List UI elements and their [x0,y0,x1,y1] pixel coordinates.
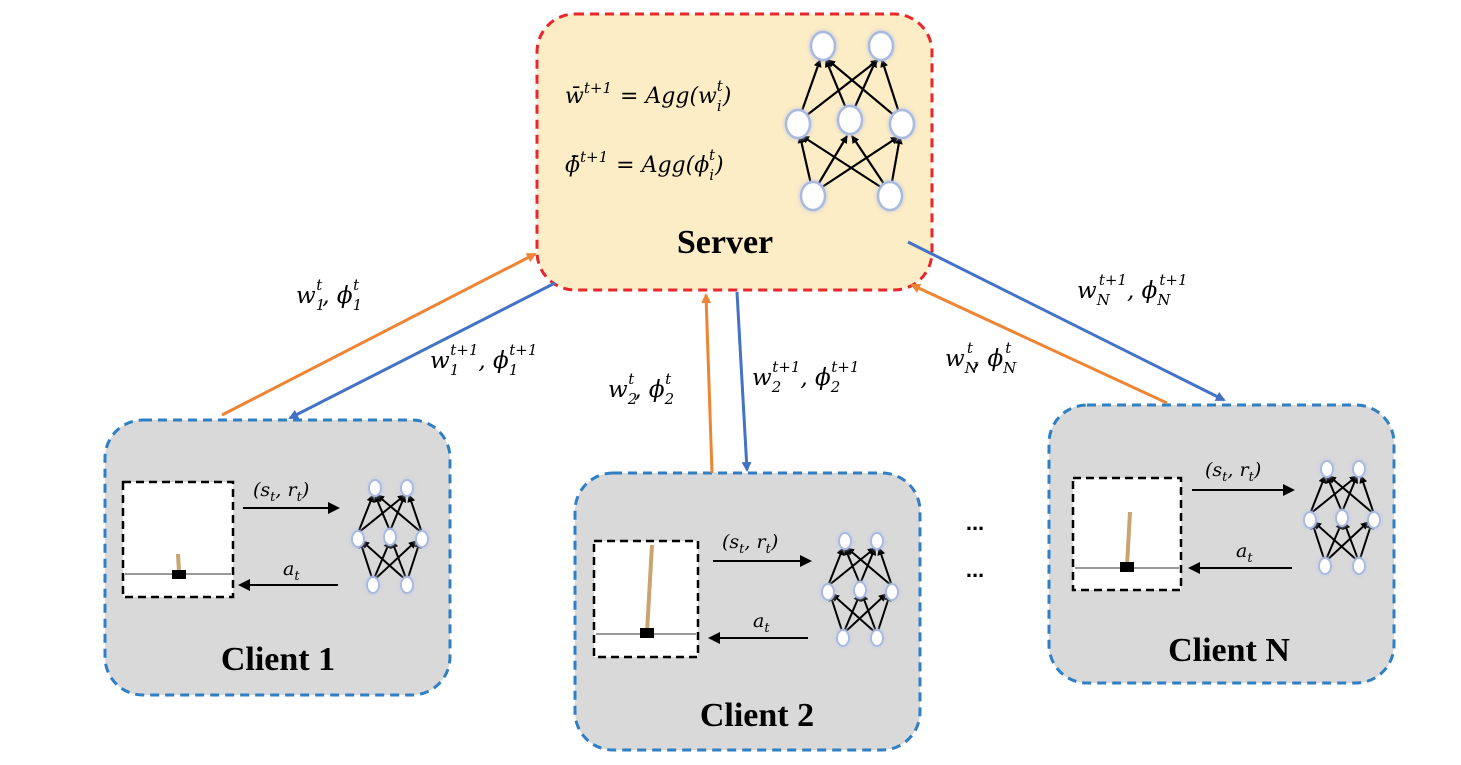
client-1-upload-arrow [221,252,537,417]
client-n-upload-label: wNt, ϕNt [945,339,1017,377]
ellipsis-bottom: ... [966,557,984,582]
client-1-download-arrow [288,281,556,420]
client-1-download-label: w1t+1, ϕ1t+1 [430,341,537,379]
client-1-pole [176,553,181,573]
client-1-upload-label: w1t, ϕ1t [296,276,362,314]
server-title: Server [677,224,773,261]
server-box: w̄t+1= Agg(wit) ϕ̄t+1= Agg(ϕit) Server [535,12,934,292]
client-n-download-arrow [907,240,1226,402]
client-2-env [592,539,700,659]
client-2-cart [640,628,654,638]
client-1-state-label: (st, rt) [253,479,309,505]
client-n-upload-arrow [910,283,1168,405]
client-1-network-icon [351,479,429,594]
server-eq-w: w̄t+1= Agg(wit) [565,77,731,115]
client-n-box: (st, rt) at Client N [1047,403,1396,685]
server-eq-phi: ϕ̄t+1= Agg(ϕit) [565,146,724,184]
client-1-env [121,480,235,599]
client-2-upload-arrow [701,293,714,474]
client-n-download-label: wNt+1, ϕNt+1 [1077,271,1188,309]
client-n-pole [1125,511,1132,567]
client-2-network-icon [821,532,899,647]
client-1-action-label: at [283,558,300,584]
client-n-state-label: (st, rt) [1205,459,1261,485]
client-2-action-label: at [753,610,770,636]
client-n-cart [1120,562,1134,572]
client-2-download-label: w2t+1, ϕ2t+1 [752,358,859,396]
client-2-pole [645,544,654,633]
client-2-title: Client 2 [700,697,814,734]
client-n-network-icon [1303,460,1381,575]
client-2-download-arrow [735,291,752,472]
client-2-state-label: (st, rt) [722,531,778,557]
client-1-title: Client 1 [221,641,335,678]
client-1-cart [172,570,186,579]
client-1-box: (st, rt) at Client 1 [103,418,452,697]
client-n-title: Client N [1168,632,1290,669]
client-n-action-label: at [1236,540,1253,566]
server-network-nodes [784,30,916,212]
client-2-box: (st, rt) at Client 2 [573,471,922,752]
ellipsis-top: ... [966,510,984,535]
client-2-upload-label: w2t, ϕ2t [608,370,674,408]
